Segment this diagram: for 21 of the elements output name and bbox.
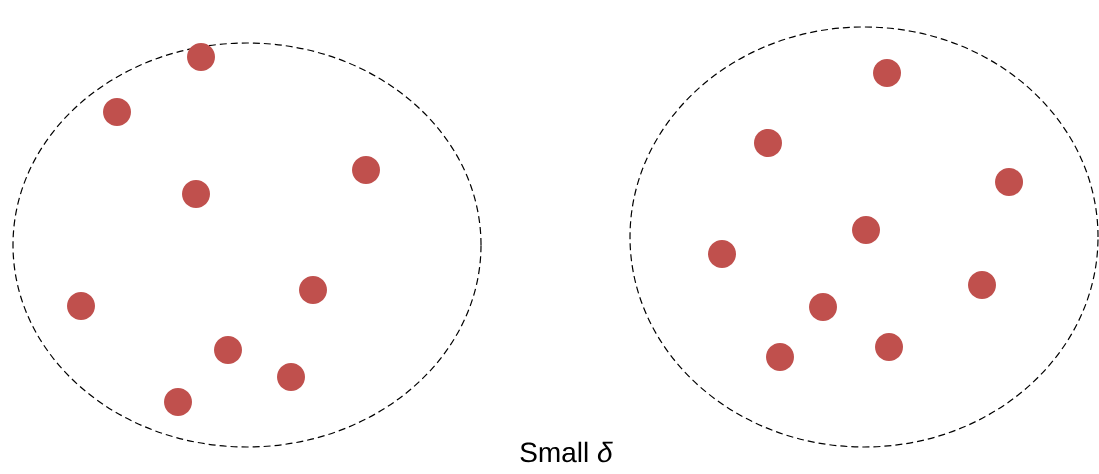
dashed-circle xyxy=(629,26,1099,448)
dot xyxy=(852,216,880,244)
dot xyxy=(809,293,837,321)
dot xyxy=(187,43,215,71)
dot xyxy=(766,343,794,371)
dot xyxy=(873,59,901,87)
caption-text: Small δ xyxy=(520,441,613,463)
dot xyxy=(182,180,210,208)
dot xyxy=(708,240,736,268)
dot xyxy=(352,156,380,184)
dot xyxy=(214,336,242,364)
dot xyxy=(995,168,1023,196)
dot xyxy=(875,333,903,361)
dot xyxy=(164,388,192,416)
dot xyxy=(103,98,131,126)
dot xyxy=(277,363,305,391)
dot xyxy=(754,129,782,157)
dashed-circle xyxy=(12,42,482,448)
dot xyxy=(67,292,95,320)
dot xyxy=(299,276,327,304)
dot xyxy=(968,271,996,299)
